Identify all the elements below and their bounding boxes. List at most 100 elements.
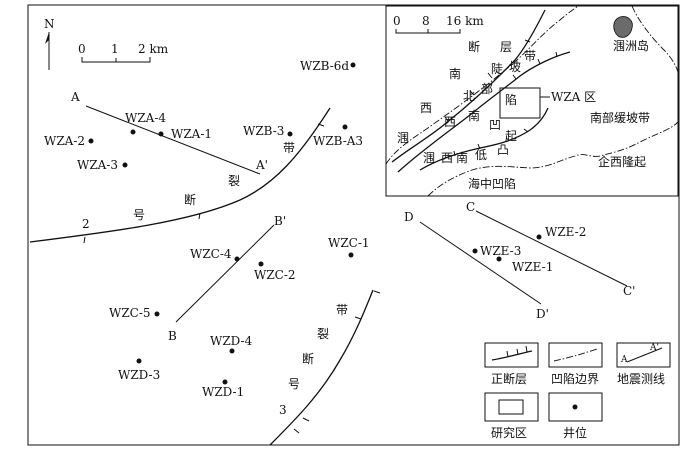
main-scale-bar: 0 1 2 km — [78, 42, 169, 63]
svg-text:正断层: 正断层 — [491, 371, 527, 386]
svg-text:WZA-2: WZA-2 — [44, 134, 85, 148]
svg-text:WZC-4: WZC-4 — [190, 247, 232, 261]
wza-study-area — [499, 87, 541, 119]
svg-text:WZB-A3: WZB-A3 — [313, 134, 363, 148]
map-frame — [27, 4, 680, 446]
svg-text:WZB-3: WZB-3 — [243, 124, 284, 138]
svg-text:企西隆起: 企西隆起 — [598, 154, 646, 169]
legend-seismic-line: A A' 地震测线 — [616, 342, 671, 386]
seismic-line-D: D D' — [404, 210, 549, 321]
svg-text:南: 南 — [449, 66, 461, 81]
well-WZC-4: WZC-4 — [190, 247, 240, 262]
svg-text:WZE-1: WZE-1 — [512, 260, 553, 274]
seismic-line-A: A A' — [70, 90, 268, 175]
svg-text:WZC-1: WZC-1 — [328, 236, 370, 250]
well-WZE-3: WZE-3 — [472, 244, 521, 258]
well-WZD-4: WZD-4 — [210, 334, 253, 354]
svg-text:A: A — [70, 90, 80, 104]
svg-text:0: 0 — [393, 14, 401, 28]
fault-3 — [269, 289, 381, 446]
svg-text:起: 起 — [505, 129, 517, 143]
well-WZD-1: WZD-1 — [202, 379, 244, 399]
legend-normal-fault: 正断层 — [484, 342, 539, 386]
well-WZC-2: WZC-2 — [254, 261, 296, 282]
legend: 正断层 凹陷边界 A A' 地震测线 研究区 井位 — [484, 342, 671, 440]
svg-text:C: C — [466, 200, 475, 214]
svg-text:涠洲岛: 涠洲岛 — [613, 38, 649, 53]
well-WZB-3: WZB-3 — [243, 124, 293, 138]
svg-text:C': C' — [623, 284, 635, 298]
inset-fault-2 — [397, 51, 571, 173]
svg-text:南: 南 — [456, 150, 468, 165]
svg-text:西: 西 — [441, 151, 453, 165]
svg-text:凸: 凸 — [497, 143, 509, 157]
well-WZC-1: WZC-1 — [328, 236, 370, 258]
svg-text:裂: 裂 — [317, 327, 329, 341]
svg-text:断: 断 — [468, 39, 480, 54]
svg-text:地震测线: 地震测线 — [617, 372, 665, 386]
svg-text:WZB-6d: WZB-6d — [300, 59, 349, 73]
svg-text:2: 2 — [82, 217, 90, 231]
svg-text:3: 3 — [279, 403, 287, 417]
svg-text:层: 层 — [500, 40, 512, 54]
svg-text:D': D' — [536, 307, 549, 321]
svg-text:WZA 区: WZA 区 — [551, 90, 596, 104]
svg-text:WZD-4: WZD-4 — [210, 334, 253, 348]
svg-text:陷: 陷 — [505, 92, 517, 107]
svg-text:陡: 陡 — [491, 62, 503, 76]
well-WZE-2: WZE-2 — [536, 225, 586, 240]
svg-text:涠: 涠 — [397, 131, 409, 145]
svg-text:海中凹陷: 海中凹陷 — [468, 176, 516, 191]
well-WZA-3: WZA-3 — [77, 158, 128, 172]
svg-text:号: 号 — [288, 377, 300, 391]
svg-text:低: 低 — [475, 148, 487, 162]
svg-text:N: N — [44, 17, 55, 31]
svg-text:带: 带 — [283, 141, 295, 155]
north-arrow: N — [44, 17, 55, 70]
well-WZA-4: WZA-4 — [125, 111, 166, 135]
svg-text:A': A' — [255, 158, 268, 172]
svg-text:2 km: 2 km — [138, 42, 169, 56]
svg-text:井位: 井位 — [563, 425, 587, 440]
svg-text:A': A' — [649, 343, 659, 353]
inset-scale-bar: 0 8 16 km — [393, 14, 484, 34]
svg-text:8: 8 — [422, 14, 430, 28]
svg-text:WZE-2: WZE-2 — [545, 225, 586, 239]
legend-sag-boundary: 凹陷边界 — [548, 342, 603, 386]
svg-text:WZA-1: WZA-1 — [171, 127, 212, 141]
svg-text:D: D — [404, 210, 414, 224]
svg-text:B: B — [168, 329, 177, 343]
well-WZB-6d: WZB-6d — [300, 59, 356, 73]
svg-text:B': B' — [274, 214, 286, 228]
well-WZC-5: WZC-5 — [109, 306, 160, 320]
svg-text:WZC-2: WZC-2 — [254, 268, 296, 282]
svg-text:16 km: 16 km — [446, 14, 484, 28]
svg-text:坡: 坡 — [509, 60, 521, 74]
svg-text:WZA-4: WZA-4 — [125, 111, 166, 125]
svg-text:凹陷边界: 凹陷边界 — [551, 371, 599, 386]
svg-text:带: 带 — [524, 49, 536, 63]
svg-text:WZE-3: WZE-3 — [480, 244, 521, 258]
svg-text:0: 0 — [78, 42, 86, 56]
legend-well: 井位 — [548, 392, 603, 440]
svg-text:WZD-1: WZD-1 — [202, 385, 244, 399]
well-WZA-2: WZA-2 — [44, 134, 94, 148]
svg-text:带: 带 — [336, 303, 348, 317]
svg-text:1: 1 — [111, 42, 119, 56]
svg-text:南部缓坡带: 南部缓坡带 — [590, 110, 650, 125]
svg-text:断: 断 — [302, 351, 314, 366]
seismic-line-B: B B' — [168, 214, 286, 343]
svg-text:断: 断 — [184, 192, 196, 207]
fault-zone-3-labels: 带 裂 断 号 3 — [279, 303, 348, 417]
svg-text:部: 部 — [481, 81, 493, 96]
legend-study-area: 研究区 — [484, 392, 539, 440]
svg-text:A: A — [620, 355, 628, 365]
well-WZD-3: WZD-3 — [118, 358, 160, 382]
well-WZA-1: WZA-1 — [158, 127, 212, 141]
weizhou-island-icon — [613, 16, 633, 38]
svg-text:凹: 凹 — [489, 118, 501, 132]
well-WZB-A3: WZB-A3 — [313, 124, 363, 148]
svg-text:WZC-5: WZC-5 — [109, 306, 151, 320]
inset-map: 0 8 16 km 涠洲岛 WZA 区 层 断 带 陡 坡 南 北 部 西 陷 … — [385, 5, 679, 197]
inset-frame — [385, 5, 679, 197]
